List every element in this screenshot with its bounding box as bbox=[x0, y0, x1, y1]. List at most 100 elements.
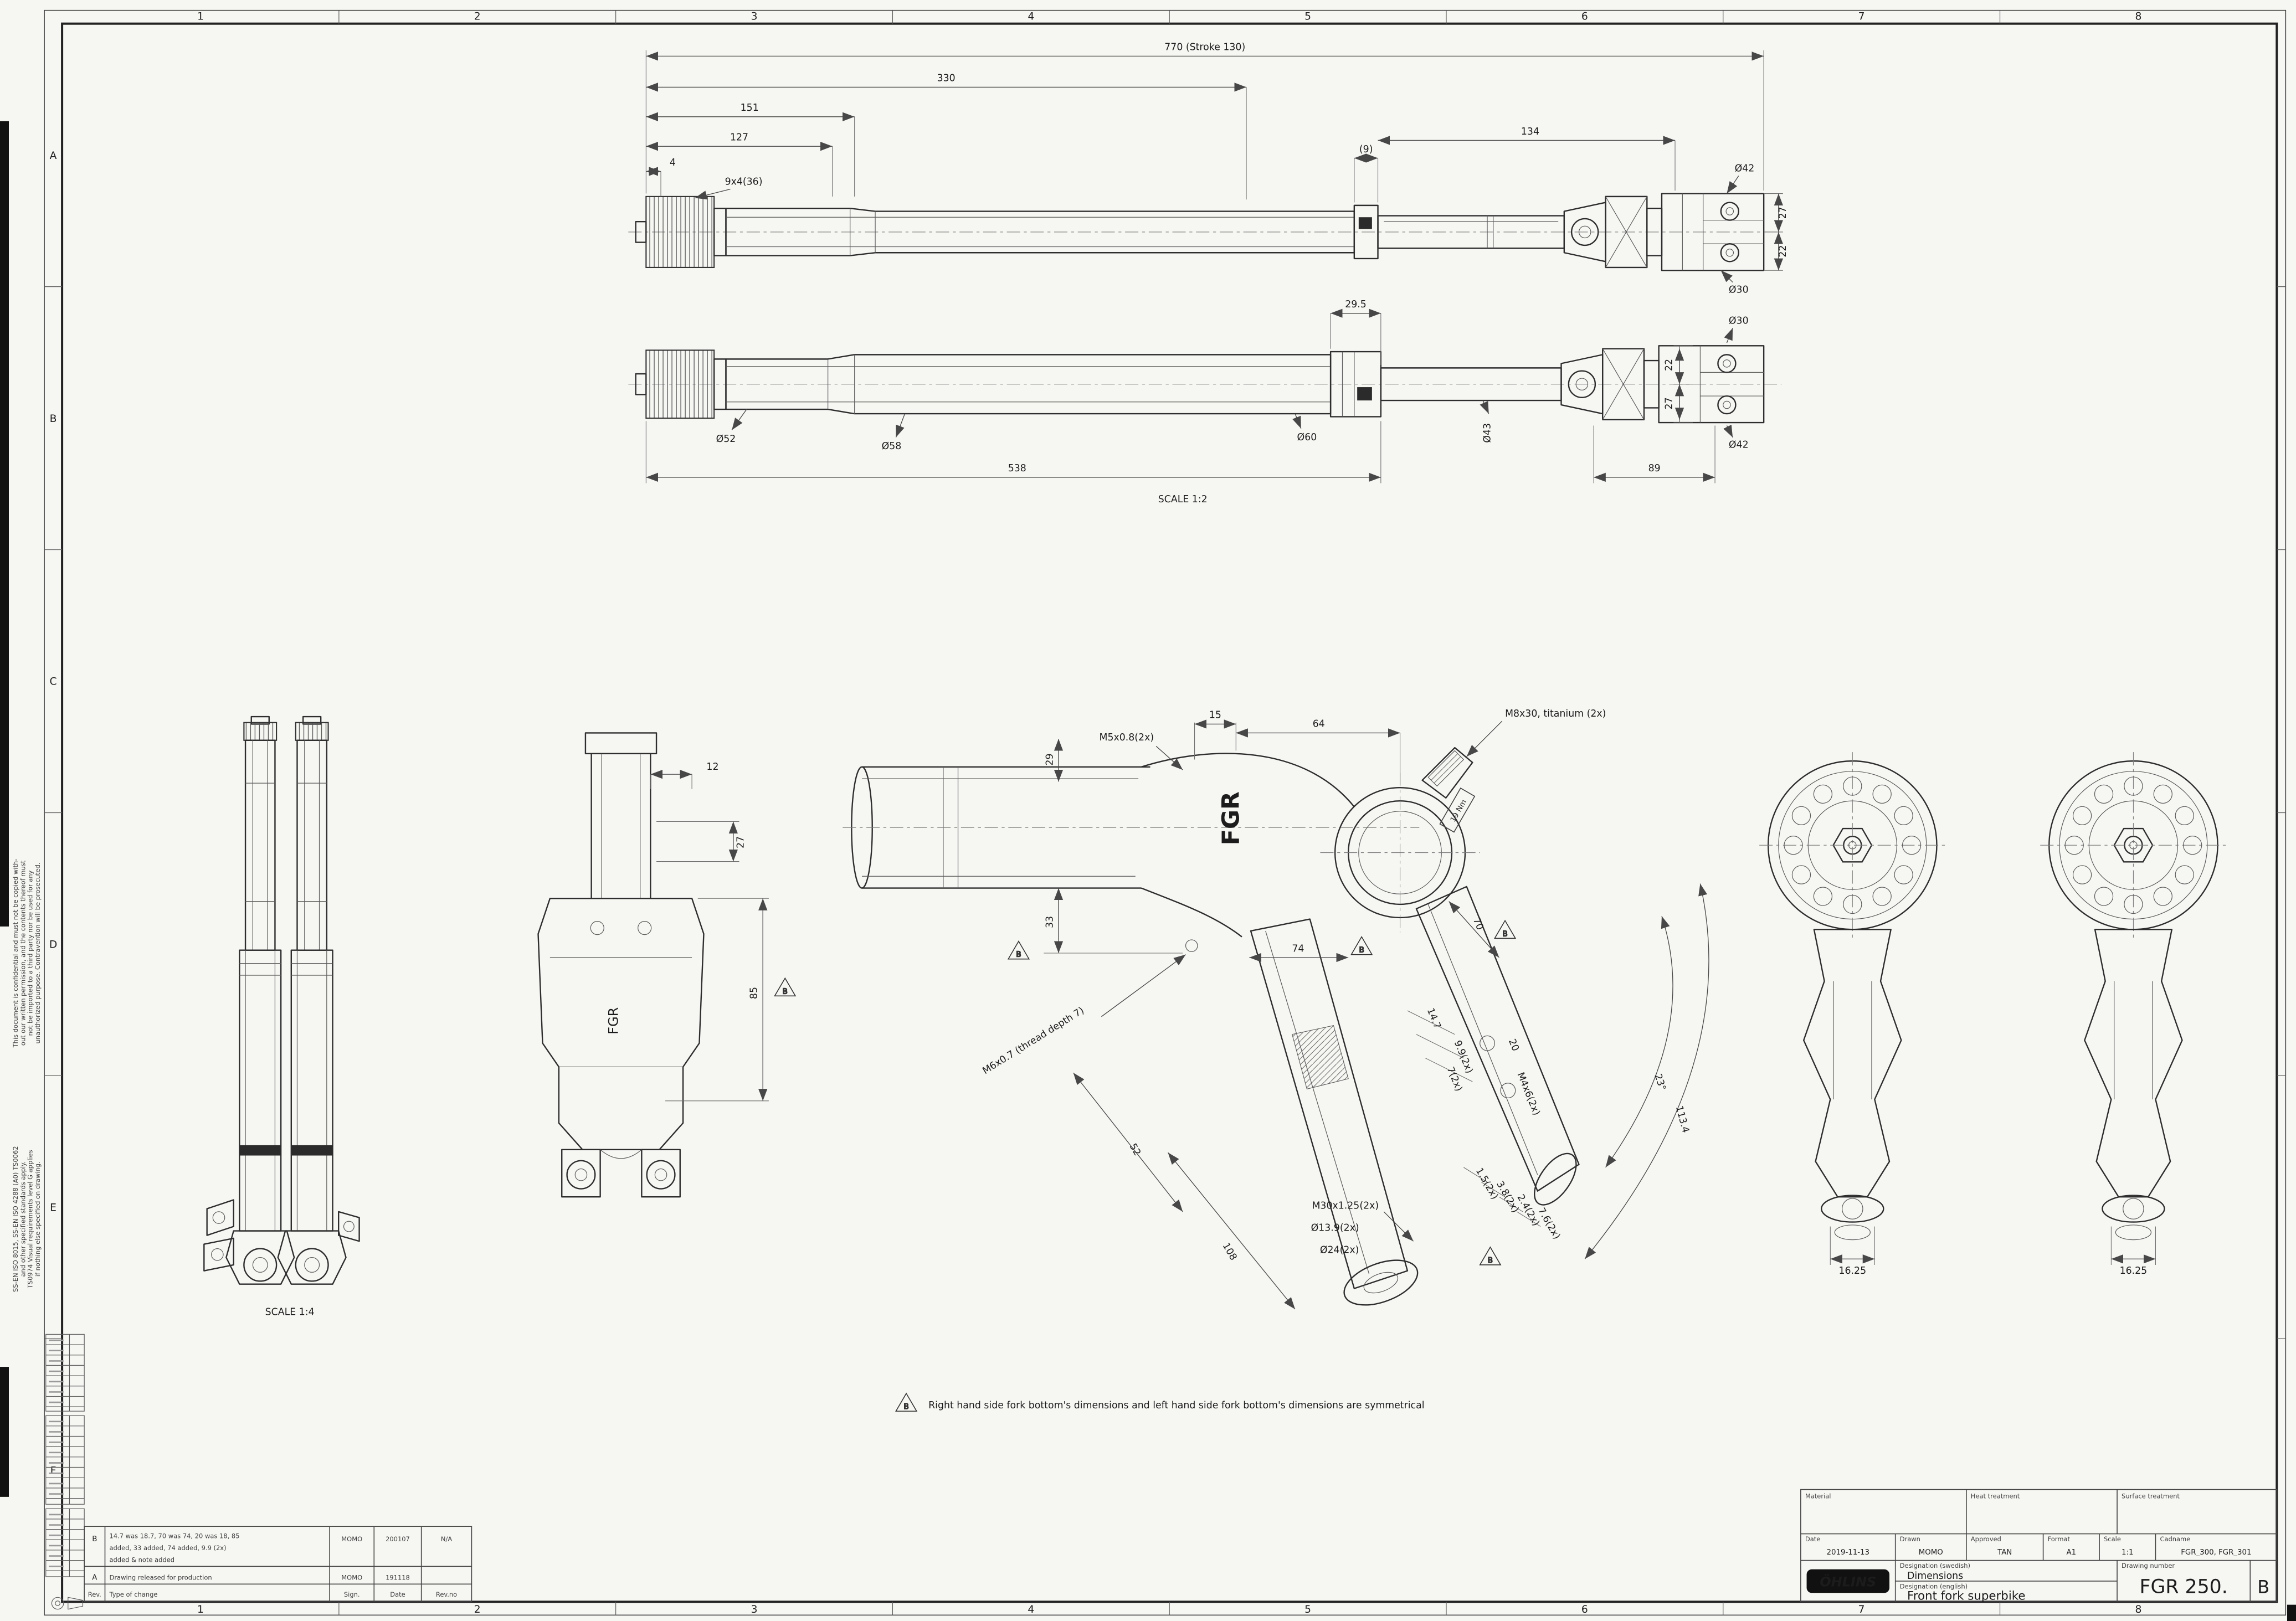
format-value: A1 bbox=[2067, 1548, 2077, 1557]
dim-330: 330 bbox=[937, 73, 956, 84]
projection-symbol bbox=[51, 1597, 84, 1610]
designation-value: Dimensions bbox=[1907, 1571, 1963, 1582]
margin-column-label: 2 bbox=[474, 1604, 481, 1615]
dim-74: 74 bbox=[1292, 943, 1304, 954]
rev-letter: A bbox=[92, 1573, 97, 1582]
dim-27-2: 27 bbox=[1664, 397, 1675, 409]
confidential-line: not be imported to a third party nor be … bbox=[27, 870, 34, 1036]
margin-column-label: 1 bbox=[197, 1604, 204, 1615]
rev-sign: MOMO bbox=[341, 1573, 362, 1581]
date-label: Date bbox=[1805, 1535, 1820, 1543]
format-label: Format bbox=[2048, 1535, 2071, 1543]
symmetry-note: B Right hand side fork bottom's dimensio… bbox=[895, 1392, 1425, 1412]
margin-column-label: 8 bbox=[2135, 11, 2141, 23]
margin-row-label: F bbox=[50, 1465, 56, 1477]
material-label: Material bbox=[1805, 1493, 1831, 1500]
rev-change: 14.7 was 18.7, 70 was 74, 20 was 18, 85 bbox=[110, 1532, 240, 1540]
confidential-line: This document is confidential and must n… bbox=[12, 859, 19, 1048]
rev-header: Rev. bbox=[88, 1591, 101, 1598]
approved-value: TAN bbox=[1997, 1548, 2012, 1557]
dim-108: 108 bbox=[1220, 1241, 1239, 1263]
cap-hole-rings bbox=[1784, 776, 2202, 914]
margin-row-label: D bbox=[49, 939, 57, 951]
dim-27-3: 27 bbox=[736, 836, 747, 848]
revision-table: B 14.7 was 18.7, 70 was 74, 20 was 18, 8… bbox=[84, 1526, 472, 1603]
dim-m6: M6x0.7 (thread depth 7) bbox=[980, 1005, 1086, 1077]
fork-front-view: SCALE 1:4 bbox=[203, 716, 360, 1318]
margin-column-label: 5 bbox=[1304, 1604, 1311, 1615]
dim-dia13_9: Ø13.9(2x) bbox=[1311, 1223, 1359, 1234]
confidential-line: unauthorized purpose. Contravention will… bbox=[34, 862, 42, 1043]
ohlins-logo: ÖHLINS bbox=[1806, 1569, 1890, 1593]
dim-dia42-2: Ø42 bbox=[1729, 439, 1749, 450]
rev-letter: B bbox=[92, 1535, 97, 1543]
standards-line: if nothing else specified on drawing. bbox=[34, 1161, 42, 1277]
confidential-note: This document is confidential and must n… bbox=[12, 859, 42, 1048]
dim-29_5: 29.5 bbox=[1345, 299, 1367, 310]
date-value: 2019-11-13 bbox=[1827, 1548, 1869, 1557]
dim-16_25-left: 16.25 bbox=[1838, 1265, 1866, 1277]
fgr-cast-logo: FGR bbox=[606, 1007, 621, 1035]
dim-538: 538 bbox=[1008, 463, 1026, 474]
dim-22-2: 22 bbox=[1664, 359, 1675, 371]
dim-64: 64 bbox=[1313, 719, 1325, 730]
dim-12: 12 bbox=[706, 761, 718, 773]
margin-column-label: 6 bbox=[1581, 11, 1588, 23]
svg-text:B: B bbox=[783, 987, 788, 996]
rev-header: Type of change bbox=[109, 1591, 158, 1598]
margin-column-label: 3 bbox=[751, 1604, 758, 1615]
dim-29: 29 bbox=[1044, 753, 1055, 765]
drawn-label: Drawn bbox=[1900, 1535, 1920, 1543]
dim-14_7: 14.7 bbox=[1425, 1007, 1443, 1031]
margin-column-label: 4 bbox=[1028, 1604, 1034, 1615]
dim-m8: M8x30, titanium (2x) bbox=[1505, 708, 1606, 719]
rev-no: N/A bbox=[441, 1535, 452, 1543]
drawing-number-value: FGR 250. bbox=[2140, 1576, 2228, 1598]
rev-change: added & note added bbox=[110, 1556, 175, 1563]
margin-column-label: 5 bbox=[1304, 11, 1311, 23]
revision-value: B bbox=[2257, 1576, 2269, 1597]
margin-column-label: 4 bbox=[1028, 11, 1034, 23]
dim-dia60: Ø60 bbox=[1297, 432, 1317, 443]
dim-m5: M5x0.8(2x) bbox=[1099, 732, 1154, 743]
symmetry-flag: B bbox=[1493, 919, 1517, 939]
symmetry-flag: B bbox=[774, 977, 797, 997]
designation2-value: Front fork superbike bbox=[1907, 1589, 2025, 1603]
rev-sign: MOMO bbox=[341, 1535, 362, 1543]
margin-row-label: B bbox=[50, 413, 57, 425]
torque-label: 19 Nm bbox=[1439, 788, 1476, 833]
top-cap-view-left: 16.25 bbox=[1759, 752, 1946, 1277]
dim-7: 7(2x) bbox=[1445, 1066, 1465, 1093]
symmetry-note-text: Right hand side fork bottom's dimensions… bbox=[928, 1400, 1424, 1411]
svg-text:B: B bbox=[1016, 951, 1021, 959]
dim-151: 151 bbox=[741, 102, 759, 114]
dim-16_25-right: 16.25 bbox=[2120, 1265, 2148, 1277]
dim-27: 27 bbox=[1778, 207, 1789, 219]
sheet-frame bbox=[44, 9, 2287, 1616]
dim-dia58: Ø58 bbox=[882, 441, 902, 452]
rev-date: 191118 bbox=[386, 1573, 410, 1581]
dim-23deg: 23° bbox=[1652, 1073, 1668, 1092]
dim-9: (9) bbox=[1359, 144, 1373, 155]
rev-change: added, 33 added, 74 added, 9.9 (2x) bbox=[110, 1544, 227, 1552]
svg-text:B: B bbox=[1359, 946, 1364, 955]
dim-22: 22 bbox=[1778, 245, 1789, 258]
standards-line: SS-EN ISO 8015, SS-EN ISO 4288 (A0) TS00… bbox=[12, 1146, 19, 1292]
standards-line: TS0974 Visual requirements level G appli… bbox=[27, 1150, 34, 1289]
margin-column-label: 7 bbox=[1858, 11, 1865, 23]
rev-date: 200107 bbox=[386, 1535, 410, 1543]
dim-dia43: Ø43 bbox=[1482, 423, 1493, 443]
heat-treatment-label: Heat treatment bbox=[1971, 1493, 2020, 1500]
svg-text:ÖHLINS: ÖHLINS bbox=[1820, 1573, 1876, 1589]
scale-label: Scale bbox=[2104, 1535, 2121, 1543]
dim-134: 134 bbox=[1521, 126, 1539, 137]
margin-row-label: E bbox=[50, 1202, 56, 1214]
symmetry-flag: B bbox=[1350, 936, 1373, 955]
surface-treatment-label: Surface treatment bbox=[2122, 1493, 2180, 1500]
standards-note: SS-EN ISO 8015, SS-EN ISO 4288 (A0) TS00… bbox=[12, 1146, 42, 1292]
dim-dia52: Ø52 bbox=[716, 434, 736, 445]
title-block: Material Heat treatment Surface treatmen… bbox=[1800, 1489, 2278, 1603]
approved-label: Approved bbox=[1971, 1535, 2001, 1543]
